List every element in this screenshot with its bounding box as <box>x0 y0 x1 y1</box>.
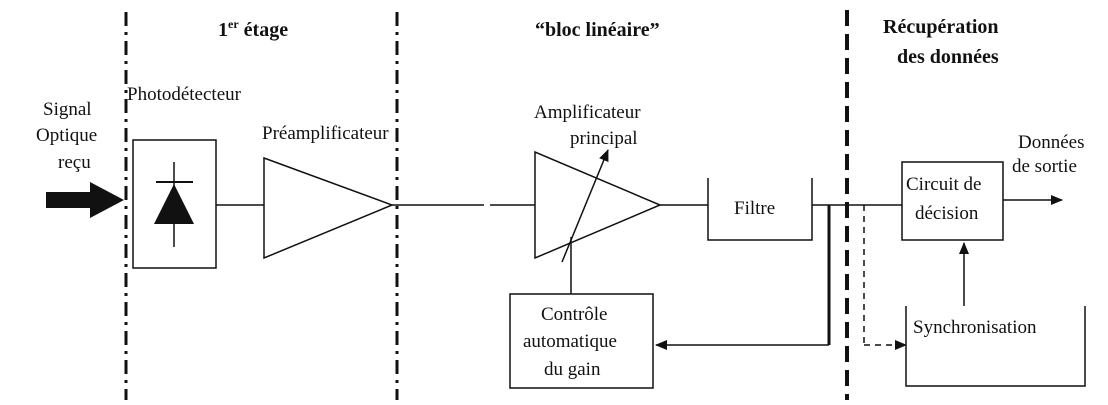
decision-label-line1: Circuit de <box>906 174 981 195</box>
diode-icon <box>154 184 194 224</box>
linear-block-header: “bloc linéaire” <box>535 19 660 41</box>
synchronisation-box <box>905 306 1086 387</box>
filter-label: Filtre <box>734 198 775 219</box>
output-label-line2: de sortie <box>1012 156 1077 177</box>
agc-label-line2: automatique <box>523 331 617 352</box>
main-amp-label-line1: Amplificateur <box>534 102 641 123</box>
input-label-line1: Signal <box>43 99 92 120</box>
agc-label-line3: du gain <box>544 359 601 380</box>
input-label-line2: Optique <box>36 125 97 146</box>
agc-label-line1: Contrôle <box>541 304 608 325</box>
input-label-line3: reçu <box>58 152 91 173</box>
filter-box <box>707 178 813 241</box>
main-amplifier-triangle <box>534 150 662 260</box>
agc-box <box>509 293 654 389</box>
input-arrow <box>46 182 124 218</box>
stage1-header: 1er étage <box>218 17 288 41</box>
recovery-header-line2: des données <box>897 46 999 68</box>
synchronisation-label: Synchronisation <box>913 317 1037 338</box>
gain-control-arrow <box>561 149 609 263</box>
photodetector-box <box>132 139 217 269</box>
preamplifier-label: Préamplificateur <box>262 123 389 144</box>
main-amp-label-line2: principal <box>570 128 638 149</box>
preamplifier-triangle <box>263 156 395 260</box>
decision-circuit-box <box>901 161 1004 241</box>
decision-label-line2: décision <box>915 203 979 224</box>
recovery-header-line1: Récupération <box>883 16 999 38</box>
photodetector-label: Photodétecteur <box>127 84 242 105</box>
output-label-line1: Données <box>1018 132 1084 153</box>
